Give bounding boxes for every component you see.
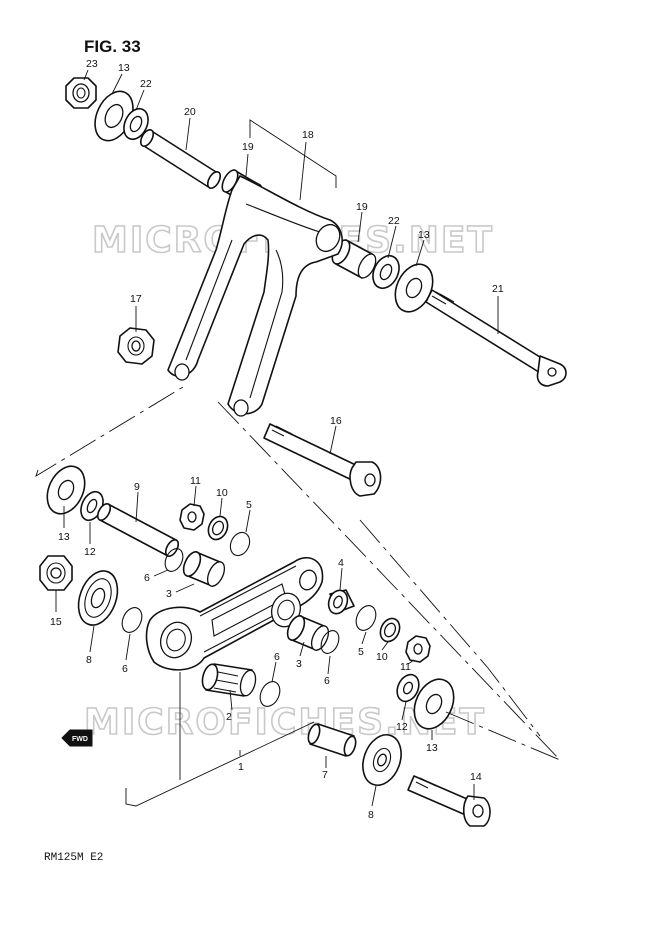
label-6: 6 (122, 663, 128, 675)
part-1-cushion-rod (145, 557, 324, 671)
label-2: 2 (226, 711, 232, 723)
part-23-nut (65, 77, 97, 109)
part-6-circlip-b (121, 607, 143, 633)
label-6: 6 (274, 651, 280, 663)
label-6: 6 (324, 675, 330, 687)
part-16-bolt (263, 423, 382, 497)
label-13: 13 (426, 742, 438, 754)
part-20-spacer (139, 129, 222, 189)
label-13: 13 (118, 62, 130, 74)
part-14-bolt (407, 775, 491, 827)
label-9: 9 (134, 481, 140, 493)
part-number-labels: 23 13 22 20 18 19 19 22 13 21 17 16 13 1… (50, 58, 504, 821)
label-10: 10 (376, 651, 388, 663)
label-11: 11 (190, 475, 201, 487)
label-8: 8 (368, 809, 374, 821)
part-18-cushion-lever (167, 175, 343, 417)
part-7-spacer (307, 723, 357, 757)
part-6-circlip-a (164, 548, 184, 572)
leader-lines (35, 69, 561, 807)
part-22-seal-right (372, 254, 400, 290)
part-10-seal-right (379, 617, 401, 643)
part-5-o-ring-right (355, 605, 377, 631)
label-14: 14 (470, 771, 482, 783)
label-20: 20 (184, 106, 196, 118)
label-10: 10 (216, 487, 228, 499)
label-19: 19 (356, 201, 368, 213)
part-17-nut (117, 327, 155, 365)
label-8: 8 (86, 654, 92, 666)
label-5: 5 (246, 499, 252, 511)
part-11-nut-right (405, 635, 431, 663)
part-8-washer-left (77, 570, 119, 626)
label-16: 16 (330, 415, 342, 427)
part-3-bearing-a (182, 551, 226, 587)
fwd-label: FWD (72, 736, 88, 743)
part-13-washer-lower-right (413, 678, 455, 730)
part-8-washer-bottom (362, 734, 402, 786)
part-3-bearing-b (286, 615, 330, 651)
part-13-washer-lower-left (46, 465, 86, 515)
label-18: 18 (302, 129, 314, 141)
part-4-bushing (327, 589, 355, 615)
label-22: 22 (388, 215, 400, 227)
part-11-nut-top (179, 503, 205, 531)
label-7: 7 (322, 769, 328, 781)
part-6-circlip-d (259, 681, 281, 707)
part-22-seal (123, 107, 149, 141)
part-10-seal-top (207, 515, 229, 541)
part-6-circlip-c (320, 630, 340, 654)
label-13: 13 (418, 229, 430, 241)
label-12: 12 (396, 721, 408, 733)
label-3: 3 (296, 658, 302, 670)
figure-title: FIG. 33 (84, 37, 141, 56)
part-9-spacer (96, 503, 180, 557)
label-4: 4 (338, 557, 344, 569)
part-2-bearing (201, 663, 257, 697)
part-5-o-ring-top (229, 531, 251, 557)
label-13: 13 (58, 531, 70, 543)
part-15-nut (39, 555, 73, 591)
label-21: 21 (492, 283, 504, 295)
label-12: 12 (84, 546, 96, 558)
label-1: 1 (238, 761, 244, 773)
part-12-seal-right (396, 673, 420, 703)
label-15: 15 (50, 616, 62, 628)
fwd-direction-badge: FWD (61, 729, 93, 747)
label-3: 3 (166, 588, 172, 600)
label-5: 5 (358, 646, 364, 658)
label-6: 6 (144, 572, 150, 584)
label-17: 17 (130, 293, 142, 305)
label-19: 19 (242, 141, 254, 153)
part-21-bolt (425, 289, 567, 387)
label-23: 23 (86, 58, 98, 70)
label-22: 22 (140, 78, 152, 90)
model-code: RM125M E2 (44, 852, 103, 864)
part-13-washer-right (394, 263, 434, 313)
label-11: 11 (400, 661, 411, 673)
part-19-bearing-right (331, 239, 377, 279)
